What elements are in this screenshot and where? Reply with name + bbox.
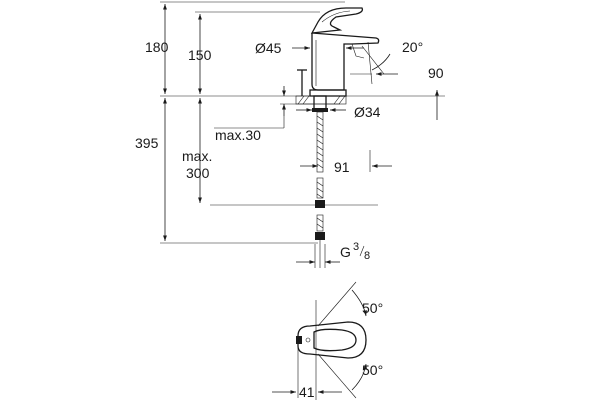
dim-label-395: 395 bbox=[135, 135, 159, 151]
angle-arc-bottom bbox=[351, 363, 368, 391]
mounting-nut bbox=[312, 108, 328, 112]
hose-end-fitting bbox=[315, 232, 325, 240]
dim-label-50-bottom: 50° bbox=[362, 362, 383, 378]
dim-label-180: 180 bbox=[145, 39, 169, 55]
dim-label-91: 91 bbox=[334, 159, 350, 175]
dim-label-max-30: max.30 bbox=[215, 127, 261, 143]
body-cylinder bbox=[311, 33, 352, 91]
top-aerator bbox=[296, 336, 302, 344]
dim-label-thread-num: 3 bbox=[353, 241, 359, 253]
deck-section bbox=[295, 95, 347, 112]
top-view: 50° 50° 41 bbox=[272, 281, 383, 400]
faucet-body bbox=[297, 7, 380, 97]
dim-label-max-line1: max. bbox=[182, 148, 212, 164]
supply-hoses bbox=[315, 111, 325, 268]
dim-label-diameter-45: Ø45 bbox=[255, 40, 282, 56]
spout-angle-axis bbox=[367, 41, 373, 85]
swing-line-lower bbox=[317, 353, 357, 399]
dim-label-max-line2: 300 bbox=[186, 165, 210, 181]
dim-label-thread-den: 8 bbox=[364, 250, 370, 262]
dim-label-diameter-34: Ø34 bbox=[354, 104, 381, 120]
top-body-outline bbox=[297, 321, 367, 359]
dim-label-thread-g: G bbox=[340, 244, 351, 260]
hose-upper bbox=[316, 111, 324, 173]
faucet-base bbox=[309, 89, 347, 97]
deck-plate bbox=[295, 95, 347, 105]
angle-arc-top bbox=[351, 289, 368, 317]
spout bbox=[311, 32, 380, 45]
dim-label-20-deg: 20° bbox=[402, 39, 423, 55]
hose-lower bbox=[316, 214, 324, 232]
top-lever-outline bbox=[313, 328, 357, 352]
dim-label-50-top: 50° bbox=[362, 300, 383, 316]
top-popup-knob bbox=[305, 337, 311, 343]
spout-angle-ray bbox=[361, 45, 385, 75]
dim-label-41: 41 bbox=[299, 384, 315, 400]
mounting-shank bbox=[313, 95, 327, 111]
swing-line-upper bbox=[317, 281, 357, 327]
dim-label-90: 90 bbox=[428, 65, 444, 81]
hose-middle bbox=[316, 177, 324, 199]
lever-handle bbox=[310, 7, 364, 34]
angle-arc-20 bbox=[371, 53, 391, 71]
lever-highlight bbox=[321, 10, 351, 23]
hose-connector bbox=[315, 200, 325, 208]
dim-label-150: 150 bbox=[188, 47, 212, 63]
side-view: 180 150 395 max. 300 Ø45 bbox=[135, 1, 445, 268]
